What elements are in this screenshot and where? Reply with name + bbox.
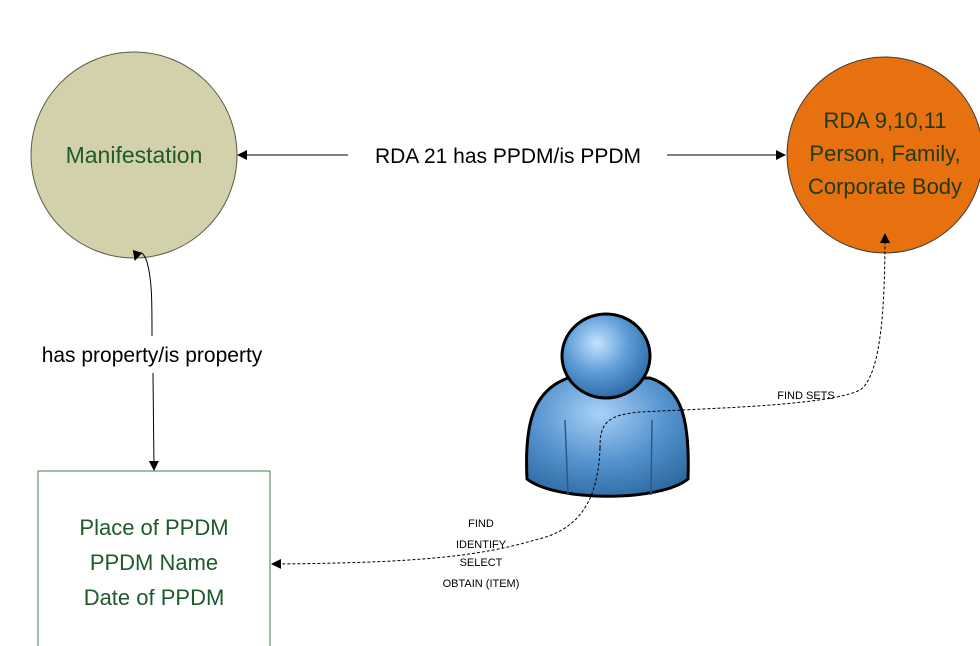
user-body-fold-left — [564, 419, 569, 496]
edge-user-box-line-1: FIND — [468, 518, 494, 530]
edge-user-box-line-4: OBTAIN (ITEM) — [443, 578, 520, 590]
rda-node-line-1: RDA 9,10,11 — [823, 108, 946, 133]
edge-user-box-line-3: SELECT — [460, 557, 503, 569]
edge-user-rda: FIND SETS — [599, 233, 890, 449]
edge-user-rda-line — [599, 233, 890, 449]
user-head — [560, 312, 652, 400]
edge-manifestation-rda-label: RDA 21 has PPDM/is PPDM — [375, 145, 641, 168]
ppdm-box-line-2: PPDM Name — [90, 550, 218, 575]
ppdm-box-line-3: Date of PPDM — [84, 585, 225, 610]
edge-user-box-line — [271, 447, 601, 569]
ppdm-box — [37, 470, 271, 646]
rda-node-line-3: Corporate Body — [808, 174, 962, 199]
rda-person-family-node: RDA 9,10,11 Person, Family, Corporate Bo… — [786, 56, 980, 254]
edge-manifestation-box: has property/is property — [42, 249, 263, 471]
user-icon — [525, 312, 690, 498]
ppdm-box-line-1: Place of PPDM — [79, 515, 228, 540]
rda-node-line-2: Person, Family, — [809, 141, 960, 166]
edge-manifestation-box-upper-line — [132, 249, 153, 337]
edge-user-box-line-2: IDENTIFY — [456, 539, 507, 551]
edge-manifestation-rda: RDA 21 has PPDM/is PPDM — [237, 145, 786, 168]
edge-manifestation-box-lower-line — [148, 372, 159, 471]
manifestation-label: Manifestation — [66, 142, 203, 168]
edge-user-rda-label: FIND SETS — [777, 390, 834, 402]
edge-manifestation-box-label: has property/is property — [42, 344, 263, 367]
user-body-fold-right — [650, 419, 653, 496]
edge-user-box: FIND IDENTIFY SELECT OBTAIN (ITEM) — [271, 447, 601, 590]
manifestation-node: Manifestation — [30, 51, 238, 259]
ppdm-box-node: Place of PPDM PPDM Name Date of PPDM — [37, 470, 271, 646]
